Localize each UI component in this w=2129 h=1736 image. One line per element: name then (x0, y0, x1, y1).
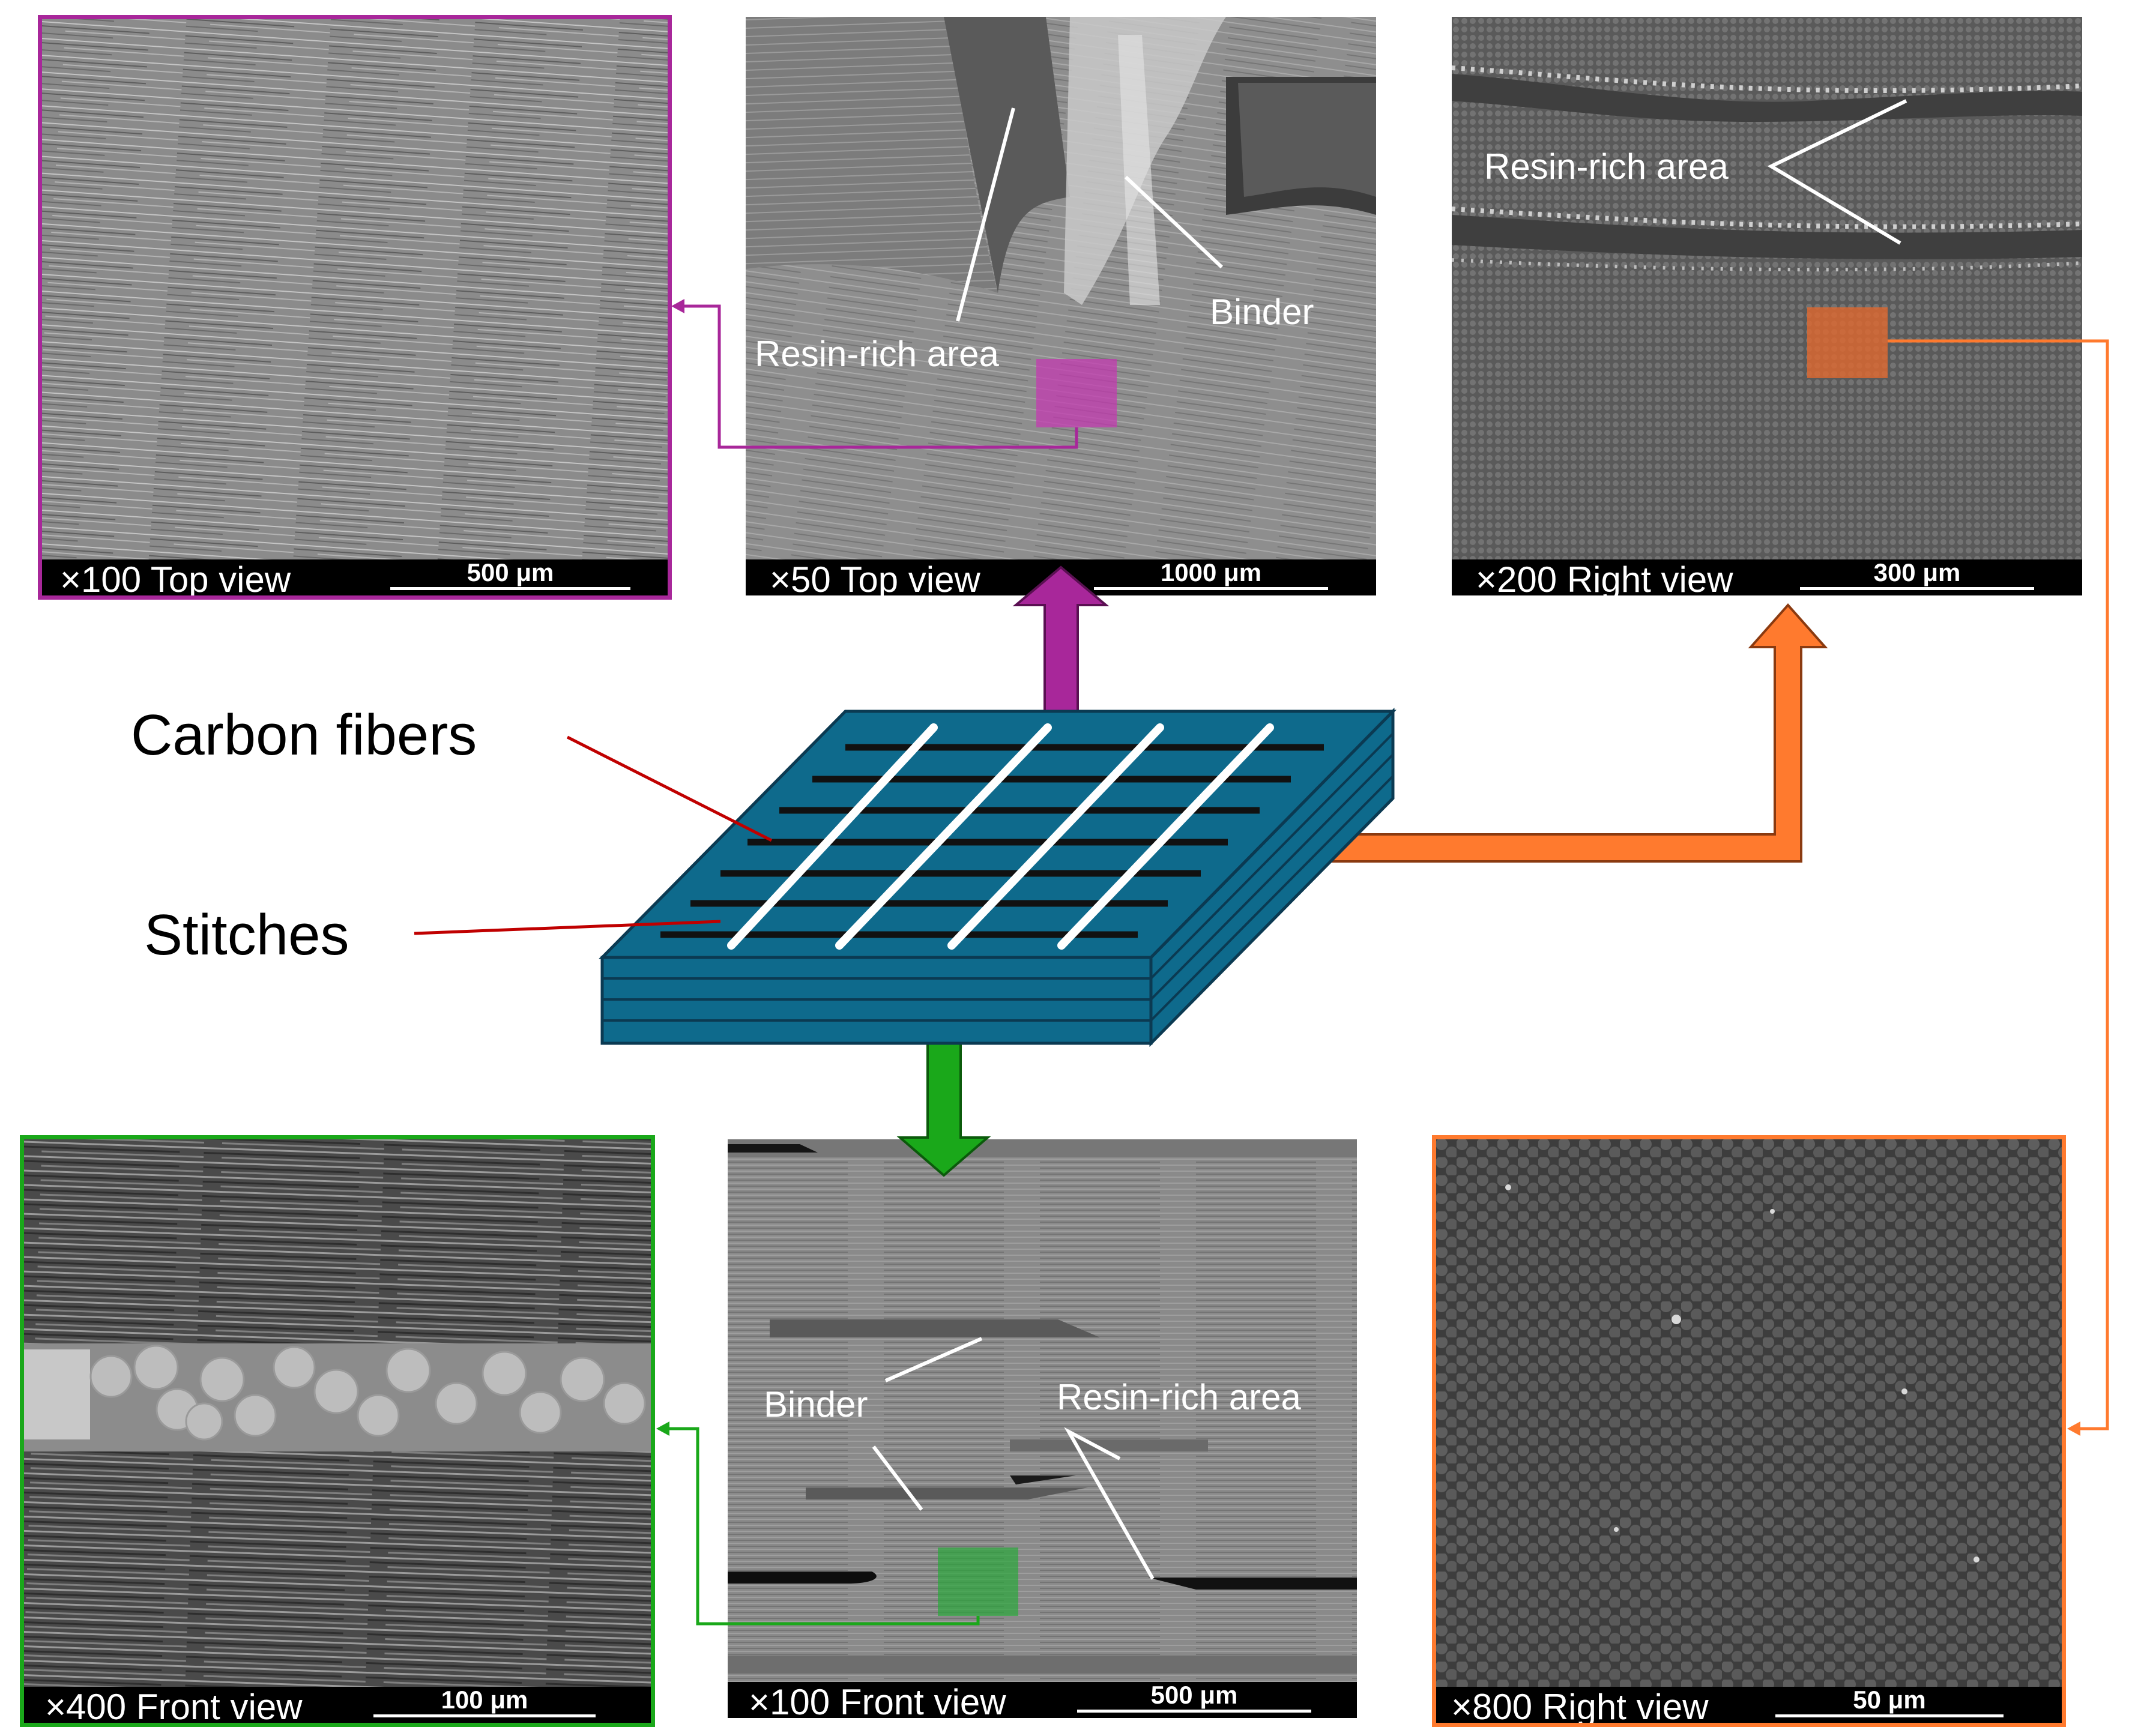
sem-panel-top-view-x100: ×100 Top view 500 μm (42, 19, 668, 595)
scale-bar (390, 587, 630, 590)
connector-magenta (678, 304, 1078, 449)
scale-label: 50 μm (1853, 1686, 1926, 1714)
annotation-resin-rich-area: Resin-rich area (755, 334, 999, 374)
sem-panel-right-view-x800: ×800 Right view 50 μm (1436, 1139, 2062, 1723)
caption-bar: ×400 Front view 100 μm (24, 1687, 651, 1723)
sem-image-right-cross-section (1452, 17, 2082, 559)
scale-bar (1775, 1714, 2004, 1717)
annotation-resin-rich-area: Resin-rich area (1057, 1377, 1301, 1417)
connector-green (663, 1427, 980, 1626)
caption-bar: ×200 Right view 300 μm (1452, 559, 2082, 595)
sem-panel-top-view-x50: ×50 Top view 1000 μm (746, 17, 1376, 595)
connector-orange-arrowhead (2067, 1421, 2080, 1436)
view-label: ×100 Top view (60, 559, 291, 596)
view-label: ×800 Right view (1451, 1687, 1709, 1723)
connector-green-arrowhead (656, 1421, 669, 1436)
annotation-binder: Binder (1210, 292, 1314, 332)
sem-image-front-binder-fibers (24, 1139, 651, 1687)
caption-bar: ×100 Top view 500 μm (42, 559, 668, 595)
sem-panel-right-view-x200: ×200 Right view 300 μm (1452, 17, 2082, 595)
scale-label: 500 μm (467, 558, 554, 586)
laminate-block (599, 707, 1397, 1047)
sem-image-front-layers (728, 1139, 1357, 1682)
annotation-resin-rich-area: Resin-rich area (1484, 146, 1729, 187)
caption-bar: ×100 Front view 500 μm (728, 1682, 1357, 1718)
sem-image-top-fibers (42, 19, 668, 559)
view-label: ×400 Front view (45, 1687, 303, 1723)
scale-bar (1077, 1710, 1311, 1713)
annotation-binder: Binder (764, 1384, 868, 1424)
scale-bar (373, 1714, 596, 1717)
roi-box-green (938, 1548, 1018, 1616)
stitch-lines (727, 723, 1274, 950)
connector-orange (1888, 339, 2109, 1430)
view-label: ×100 Front view (749, 1682, 1006, 1719)
scale-bar (1800, 587, 2034, 590)
sem-panel-front-view-x100: ×100 Front view 500 μm (728, 1139, 1357, 1718)
stitches-label: Stitches (144, 903, 349, 967)
scale-label: 500 μm (1150, 1681, 1238, 1709)
carbon-fibers-label: Carbon fibers (131, 703, 477, 767)
scale-bar (1094, 587, 1328, 590)
view-label: ×50 Top view (770, 559, 980, 596)
view-label: ×200 Right view (1476, 559, 1733, 596)
caption-bar: ×800 Right view 50 μm (1436, 1687, 2062, 1723)
carbon-fibers-leader (566, 735, 773, 842)
annotation-leaders (872, 99, 1907, 1580)
sem-image-right-fiber-ends (1436, 1139, 2062, 1687)
roi-box-orange (1807, 307, 1888, 378)
scale-label: 300 μm (1873, 558, 1961, 586)
sem-panel-front-view-x400: ×400 Front view 100 μm (24, 1139, 651, 1723)
scale-label: 1000 μm (1160, 558, 1262, 586)
scale-label: 100 μm (441, 1686, 528, 1714)
stitches-leader (414, 920, 721, 935)
connector-magenta-arrowhead (671, 299, 684, 313)
roi-box-magenta (1036, 359, 1117, 427)
sem-image-top-binder (746, 17, 1376, 559)
